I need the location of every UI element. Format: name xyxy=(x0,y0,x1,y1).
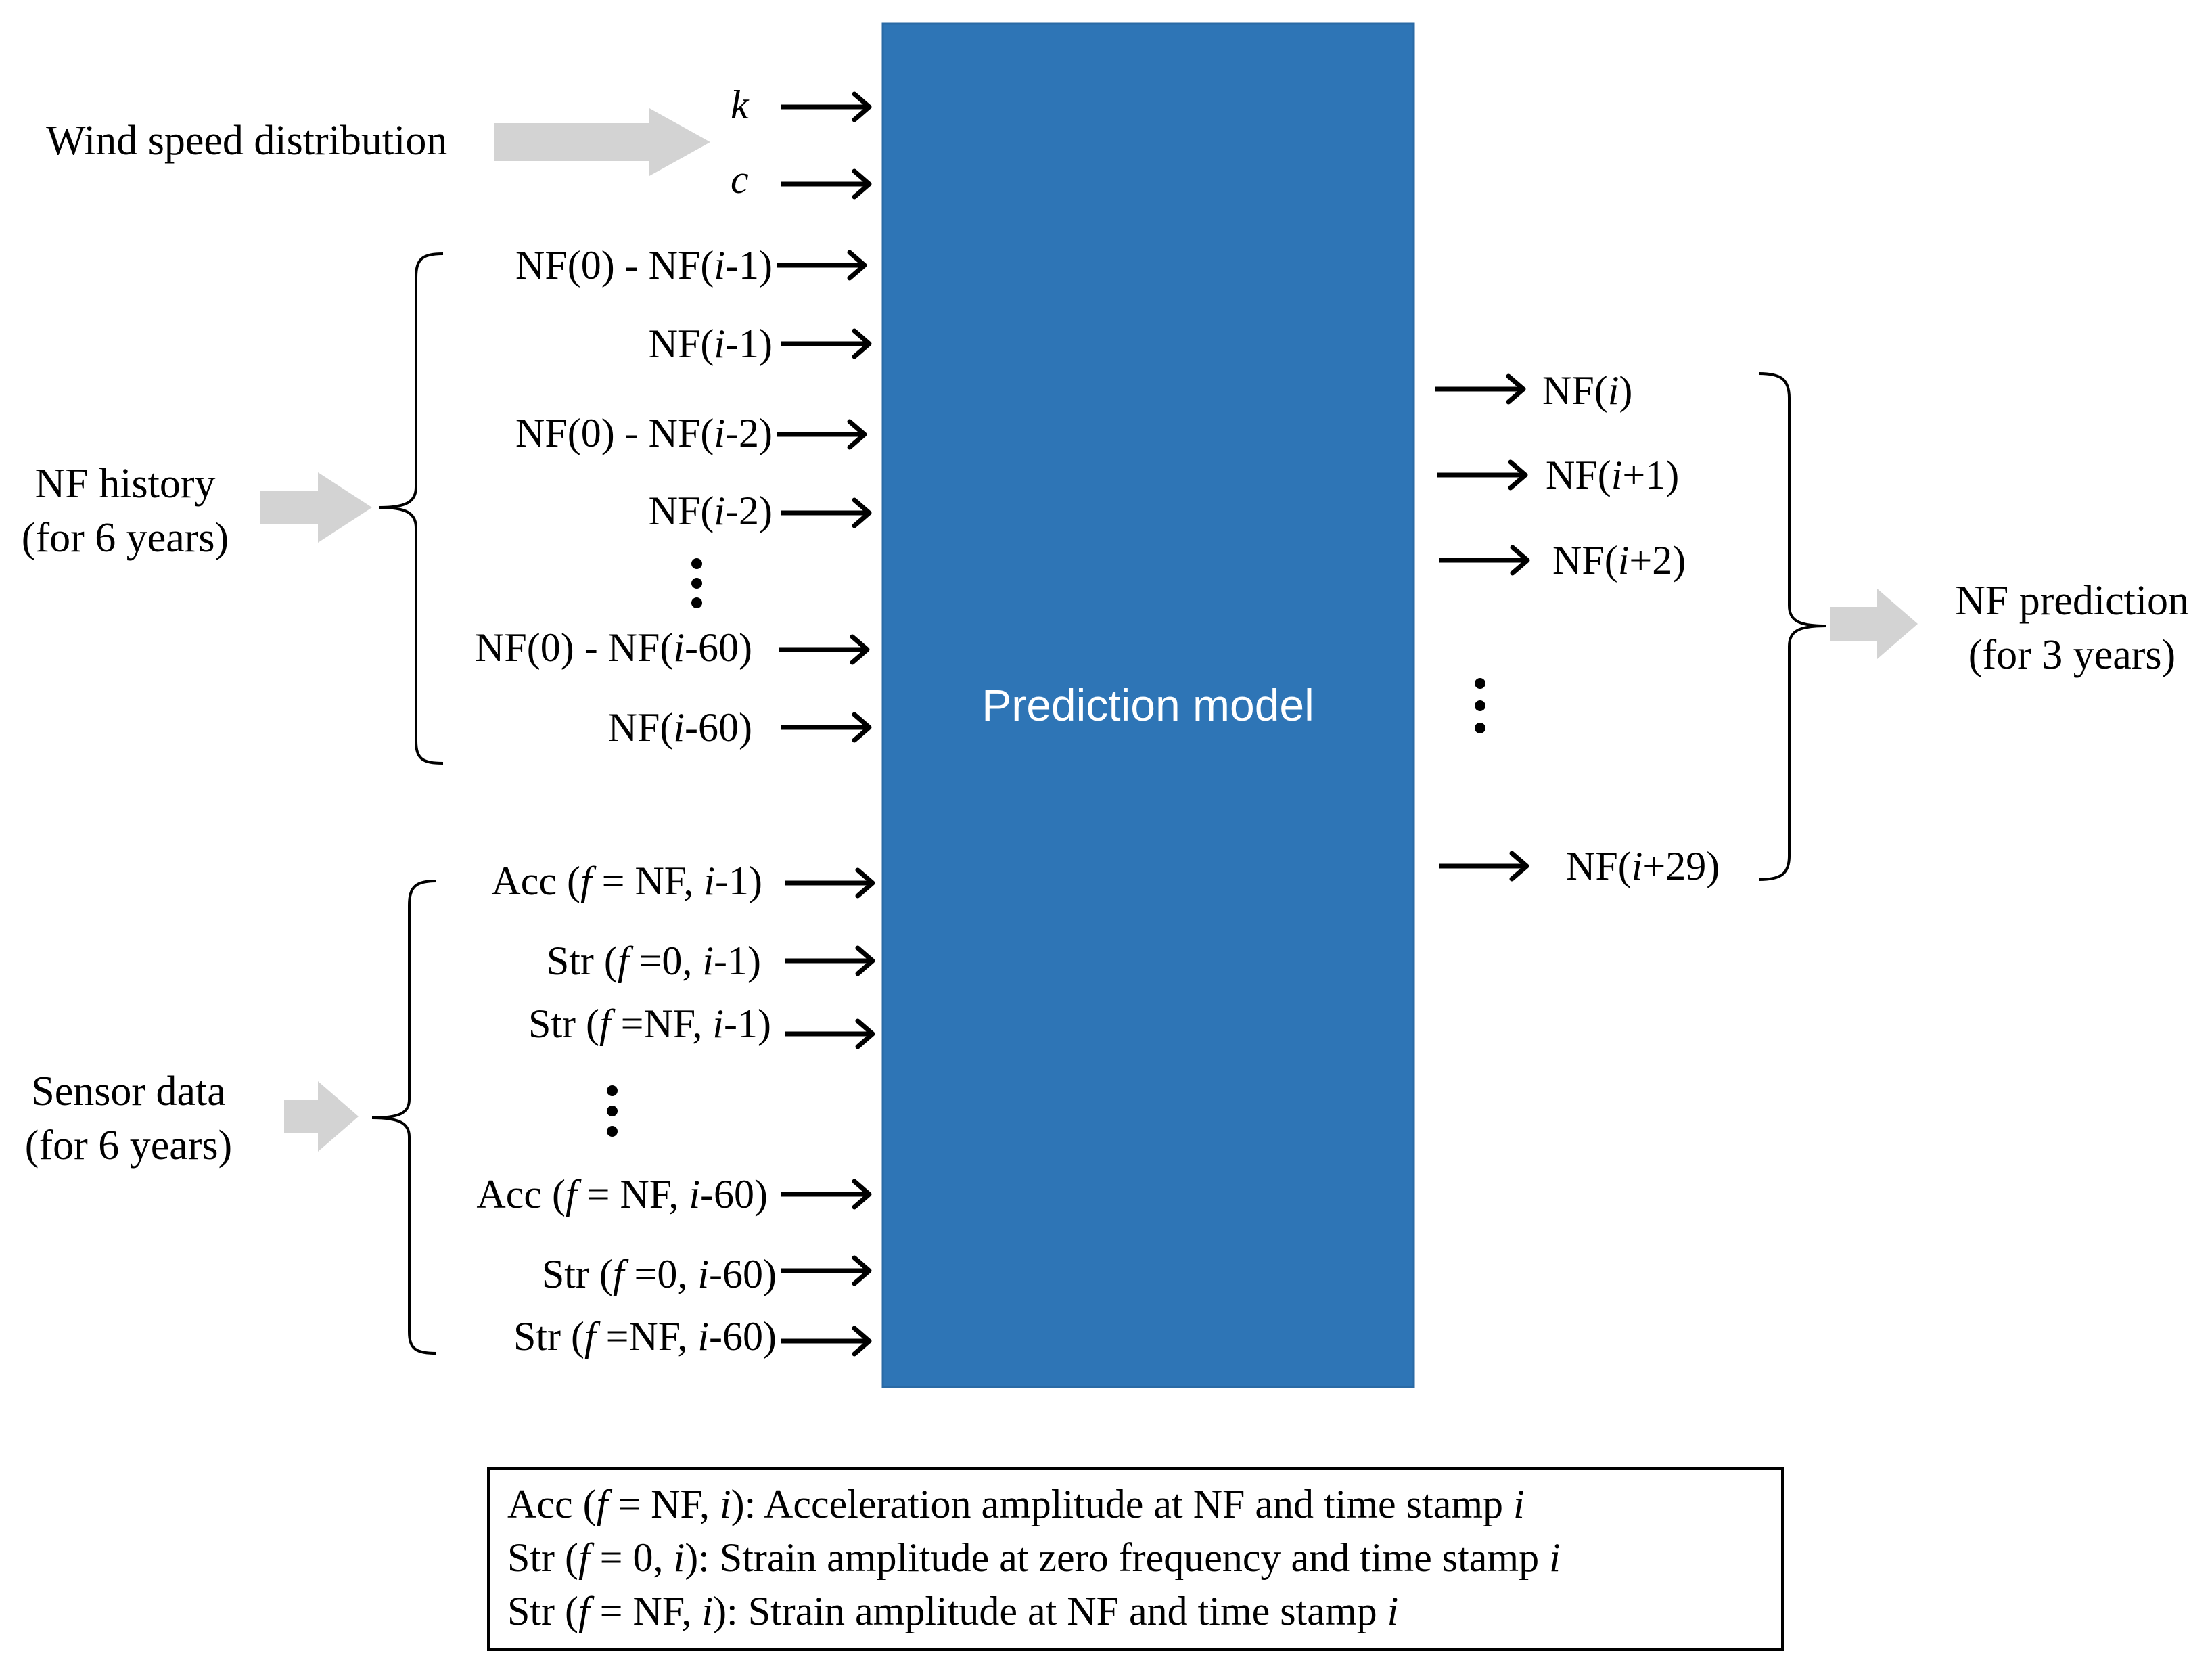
prediction-model-label: Prediction model xyxy=(982,680,1314,730)
wind-gray-arrow xyxy=(494,108,710,176)
arrow-sensor-input xyxy=(781,1181,869,1207)
sensor-data-sublabel: (for 6 years) xyxy=(25,1123,232,1169)
nf-prediction-gray-arrow xyxy=(1830,589,1918,659)
prediction-model-block xyxy=(881,22,1415,1388)
sensor-input: Acc (f = NF, i-60) xyxy=(476,1172,768,1217)
output-item: NF(i+29) xyxy=(1566,844,1720,888)
output-ellipsis-icon xyxy=(1475,678,1485,733)
nf-history-input: NF(0) - NF(i-2) xyxy=(515,411,773,455)
legend-line: Acc (f = NF, i): Acceleration amplitude … xyxy=(507,1482,1525,1526)
output-brace xyxy=(1758,372,1827,881)
sensor-data-brace xyxy=(371,880,437,1355)
arrow-output xyxy=(1435,376,1523,402)
sensor-ellipsis-icon xyxy=(607,1085,618,1137)
sensor-input: Str (f =0, i-60) xyxy=(542,1252,777,1296)
arrow-c xyxy=(781,171,869,197)
wind-speed-label: Wind speed distribution xyxy=(46,118,447,164)
nf-history-ellipsis-icon xyxy=(691,558,702,608)
arrow-output xyxy=(1437,462,1525,488)
nf-history-brace xyxy=(378,252,444,765)
nf-history-input: NF(0) - NF(i-1) xyxy=(515,243,773,288)
sensor-input: Str (f =NF, i-60) xyxy=(513,1314,777,1359)
nf-history-input: NF(i-2) xyxy=(649,489,773,533)
output-item: NF(i+1) xyxy=(1546,453,1679,497)
nf-history-sublabel: (for 6 years) xyxy=(22,515,229,561)
sensor-input: Str (f =0, i-1) xyxy=(547,938,761,983)
arrow-nf-history-input xyxy=(781,331,869,357)
nf-history-gray-arrow xyxy=(260,472,372,543)
arrow-nf-history-input xyxy=(781,500,869,526)
arrow-nf-history-input xyxy=(777,422,865,447)
legend-box xyxy=(487,1467,1784,1651)
sensor-data-gray-arrow xyxy=(284,1081,359,1152)
nf-history-input: NF(i-1) xyxy=(649,321,773,366)
param-c: c xyxy=(731,157,749,202)
sensor-input: Str (f =NF, i-1) xyxy=(528,1001,771,1046)
arrow-sensor-input xyxy=(785,870,873,896)
arrow-sensor-input xyxy=(785,1021,873,1047)
arrow-sensor-input xyxy=(781,1258,869,1284)
sensor-data-label: Sensor data xyxy=(31,1068,226,1114)
legend-line: Str (f = 0, i): Strain amplitude at zero… xyxy=(507,1535,1561,1580)
arrow-sensor-input xyxy=(785,948,873,974)
nf-prediction-label: NF prediction xyxy=(1955,578,2189,624)
arrow-nf-history-input xyxy=(779,637,867,662)
output-item: NF(i) xyxy=(1542,368,1632,413)
sensor-input: Acc (f = NF, i-1) xyxy=(491,859,762,903)
arrow-output xyxy=(1439,547,1527,573)
arrow-k xyxy=(781,94,869,120)
arrow-nf-history-input xyxy=(777,252,865,278)
legend-line: Str (f = NF, i): Strain amplitude at NF … xyxy=(507,1589,1398,1633)
arrow-nf-history-input xyxy=(781,715,869,740)
nf-prediction-sublabel: (for 3 years) xyxy=(1968,632,2175,678)
param-k: k xyxy=(731,83,750,127)
nf-history-input: NF(i-60) xyxy=(608,705,752,750)
arrow-sensor-input xyxy=(781,1328,869,1354)
nf-history-label: NF history xyxy=(35,461,216,507)
nf-history-input: NF(0) - NF(i-60) xyxy=(475,625,752,670)
arrow-output xyxy=(1439,853,1527,879)
output-item: NF(i+2) xyxy=(1552,538,1686,583)
